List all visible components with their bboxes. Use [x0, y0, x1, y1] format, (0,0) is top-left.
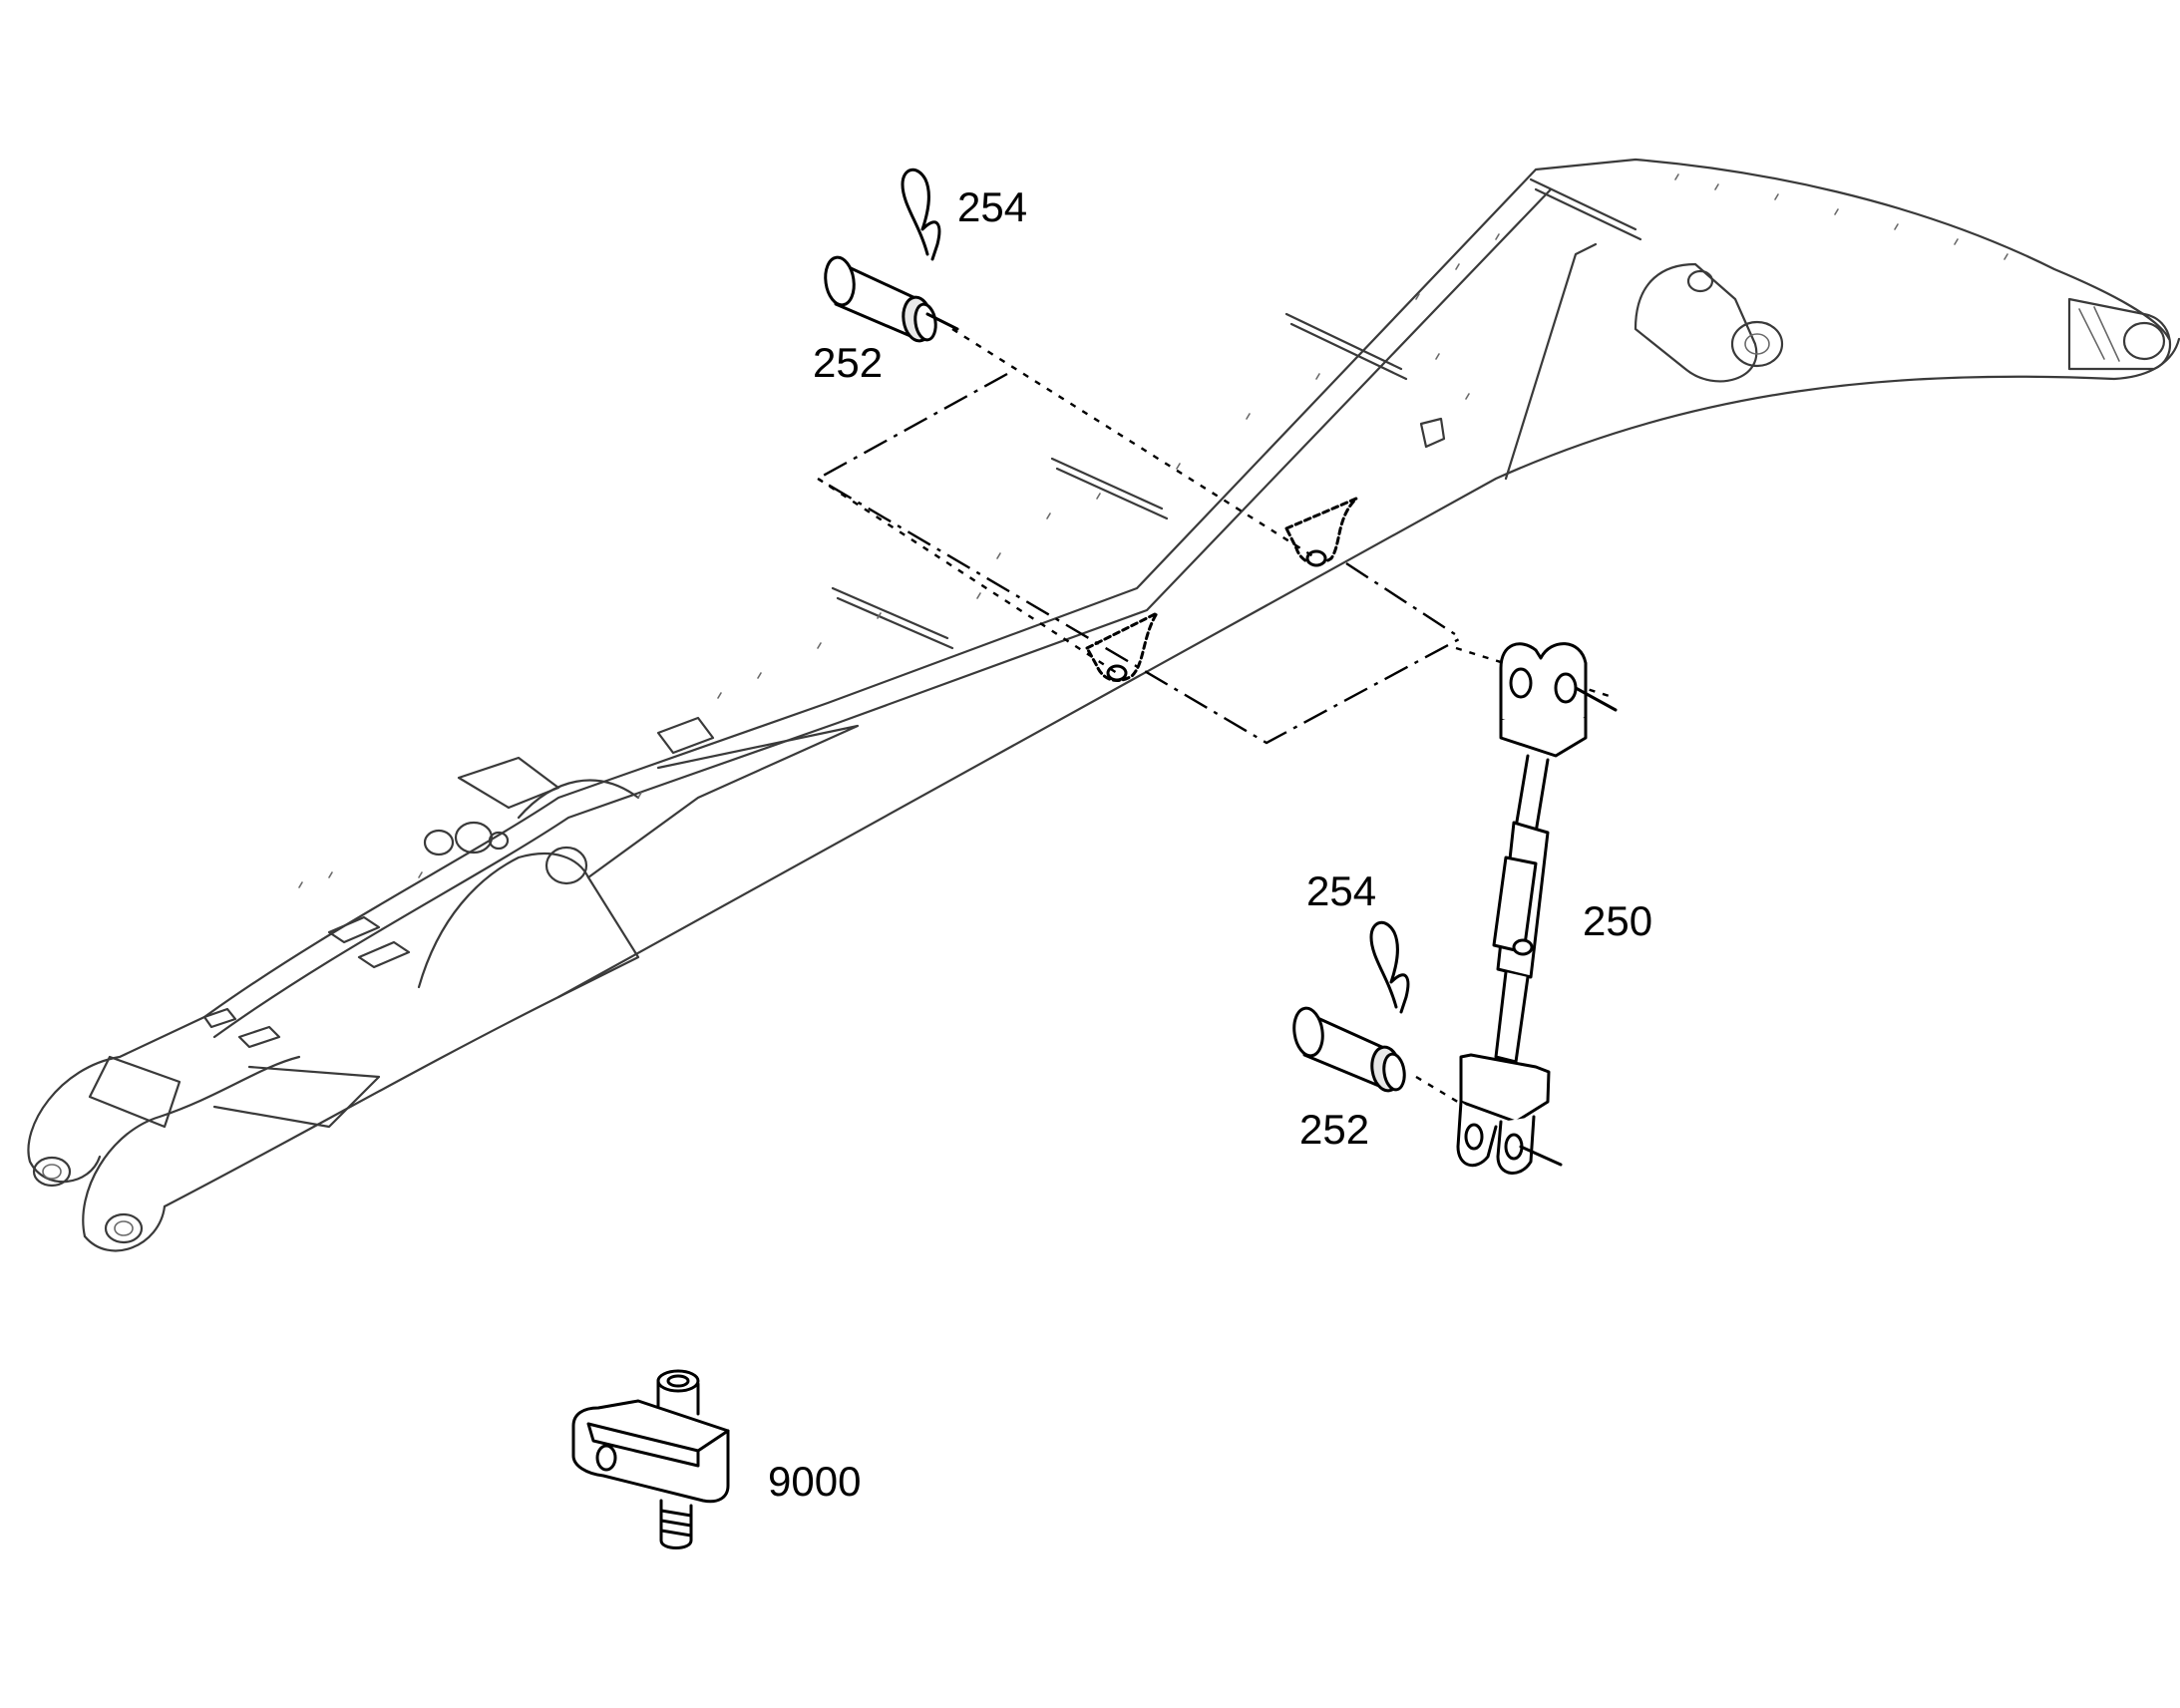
- mounting-lug-lower: [1085, 611, 1159, 682]
- callout-252-bottom: 252: [1299, 1106, 1369, 1153]
- hair-pin-clip-top: [901, 169, 941, 261]
- mounting-lug-upper: [1284, 497, 1358, 567]
- callout-250: 250: [1583, 897, 1652, 944]
- pin-bottom: [1292, 1006, 1406, 1093]
- callout-252-top: 252: [813, 339, 883, 386]
- hair-pin-clip-bottom: [1369, 921, 1410, 1014]
- callout-254-bottom: 254: [1306, 867, 1376, 914]
- pin-top: [824, 255, 959, 343]
- callout-9000: 9000: [768, 1458, 861, 1505]
- callout-254-top: 254: [957, 183, 1027, 230]
- bracket-block: [571, 1369, 730, 1549]
- boom-arm: [27, 158, 2180, 1252]
- assembly-lines: [815, 327, 1617, 1109]
- turnbuckle-rod-assembly: [1456, 642, 1618, 1175]
